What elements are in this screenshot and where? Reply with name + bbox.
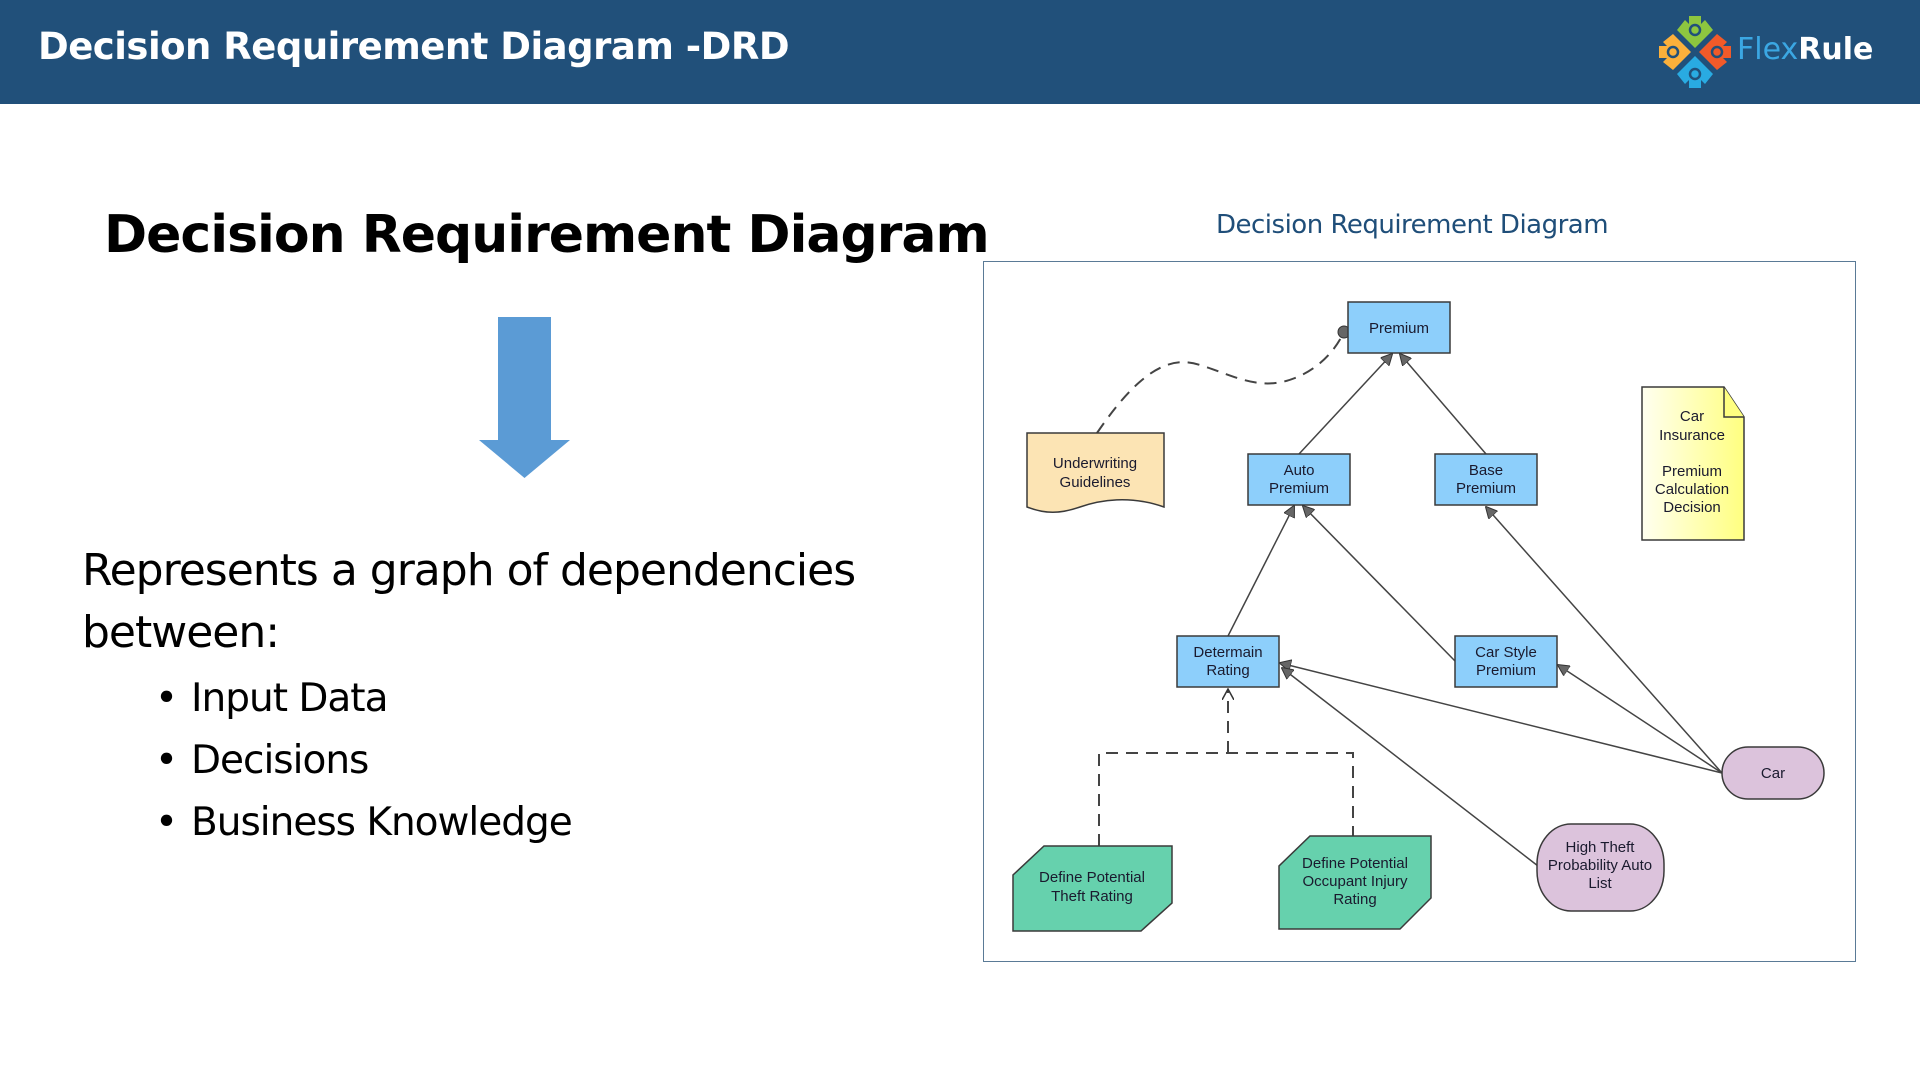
bullet-icon: • — [155, 800, 178, 845]
description: Represents a graph of dependencies betwe… — [82, 540, 962, 664]
node-label: Car Style — [1475, 644, 1537, 661]
node-label: Premium — [1476, 662, 1536, 679]
node-label: Theft Rating — [1051, 888, 1133, 905]
bullet-icon: • — [155, 738, 178, 783]
node-car[interactable]: Car — [1721, 746, 1825, 800]
node-base-premium[interactable]: Base Premium — [1434, 453, 1538, 506]
bullet-item: • Decisions — [155, 730, 572, 792]
edge-high-theft-to-determain — [1282, 668, 1539, 867]
node-label: Rating — [1333, 891, 1376, 908]
bullet-text: Business Knowledge — [191, 800, 573, 845]
bullet-icon: • — [155, 676, 178, 721]
node-annotation-note[interactable]: Car Insurance Premium Calculation Decisi… — [1641, 386, 1745, 541]
edge-determain-to-auto-premium — [1227, 506, 1294, 637]
edge-car-style-to-auto-premium — [1303, 506, 1456, 662]
node-label: Guidelines — [1060, 474, 1131, 491]
node-auto-premium[interactable]: Auto Premium — [1247, 453, 1351, 506]
bullet-item: • Input Data — [155, 668, 572, 730]
diagram-caption: Decision Requirement Diagram — [1216, 210, 1609, 240]
node-label: Rating — [1206, 662, 1249, 679]
edge-auto-premium-to-premium — [1298, 354, 1392, 455]
logo-wordmark: FlexRule — [1737, 32, 1873, 67]
note-line: Decision — [1663, 499, 1721, 516]
node-premium[interactable]: Premium — [1347, 301, 1451, 354]
bullet-text: Input Data — [191, 676, 389, 721]
description-line-2: between: — [82, 607, 280, 658]
diagram-frame — [983, 261, 1856, 962]
note-line: Car — [1680, 408, 1704, 425]
edge-car-to-determain — [1280, 663, 1723, 774]
main-heading: Decision Requirement Diagram — [104, 205, 990, 265]
edge-knowledge-dashed — [1098, 752, 1354, 846]
node-label: Premium — [1369, 320, 1429, 337]
node-label: Underwriting — [1053, 455, 1137, 472]
node-label: Car — [1761, 765, 1785, 782]
node-label: Premium — [1456, 480, 1516, 497]
node-label: Define Potential — [1039, 869, 1145, 886]
note-line: Calculation — [1655, 481, 1729, 498]
edge-underwriting-to-premium — [1096, 333, 1344, 434]
node-label: Probability Auto — [1548, 857, 1652, 874]
down-arrow-icon — [479, 317, 570, 478]
bullet-list: • Input Data • Decisions • Business Knowled… — [155, 668, 573, 854]
node-label: Determain — [1193, 644, 1262, 661]
node-label: List — [1588, 875, 1612, 892]
node-label: Premium — [1269, 480, 1329, 497]
node-label: Define Potential — [1302, 855, 1408, 872]
node-occupant-injury-rating[interactable]: Define Potential Occupant Injury Rating — [1278, 835, 1432, 930]
flexrule-logo: FlexRule — [1655, 10, 1915, 94]
node-determain-rating[interactable]: Determain Rating — [1176, 635, 1280, 688]
node-label: Occupant Injury — [1302, 873, 1408, 890]
edge-car-to-base-premium — [1486, 507, 1723, 774]
edge-car-to-car-style — [1558, 665, 1723, 774]
edges — [1096, 325, 1723, 867]
node-label: Auto — [1284, 462, 1315, 479]
logo-rule: Rule — [1798, 32, 1874, 67]
node-theft-rating[interactable]: Define Potential Theft Rating — [1012, 845, 1173, 932]
note-line: Insurance — [1659, 427, 1725, 444]
node-label: High Theft — [1566, 839, 1636, 856]
logo-flex: Flex — [1737, 32, 1799, 67]
node-label: Base — [1469, 462, 1503, 479]
bullet-item: • Business Knowledge — [155, 792, 573, 854]
slide-title: Decision Requirement Diagram -DRD — [38, 25, 790, 68]
description-line-1: Represents a graph of dependencies — [82, 545, 856, 596]
node-high-theft-list[interactable]: High Theft Probability Auto List — [1536, 823, 1665, 912]
note-line: Premium — [1662, 463, 1722, 480]
flexrule-gear-icon — [1659, 16, 1731, 88]
bullet-text: Decisions — [191, 738, 369, 783]
node-car-style-premium[interactable]: Car Style Premium — [1454, 635, 1558, 688]
header-bar: Decision Requirement Diagram -DRD — [0, 0, 1920, 104]
edge-base-premium-to-premium — [1400, 354, 1487, 455]
node-underwriting-guidelines[interactable]: Underwriting Guidelines — [1026, 432, 1165, 513]
